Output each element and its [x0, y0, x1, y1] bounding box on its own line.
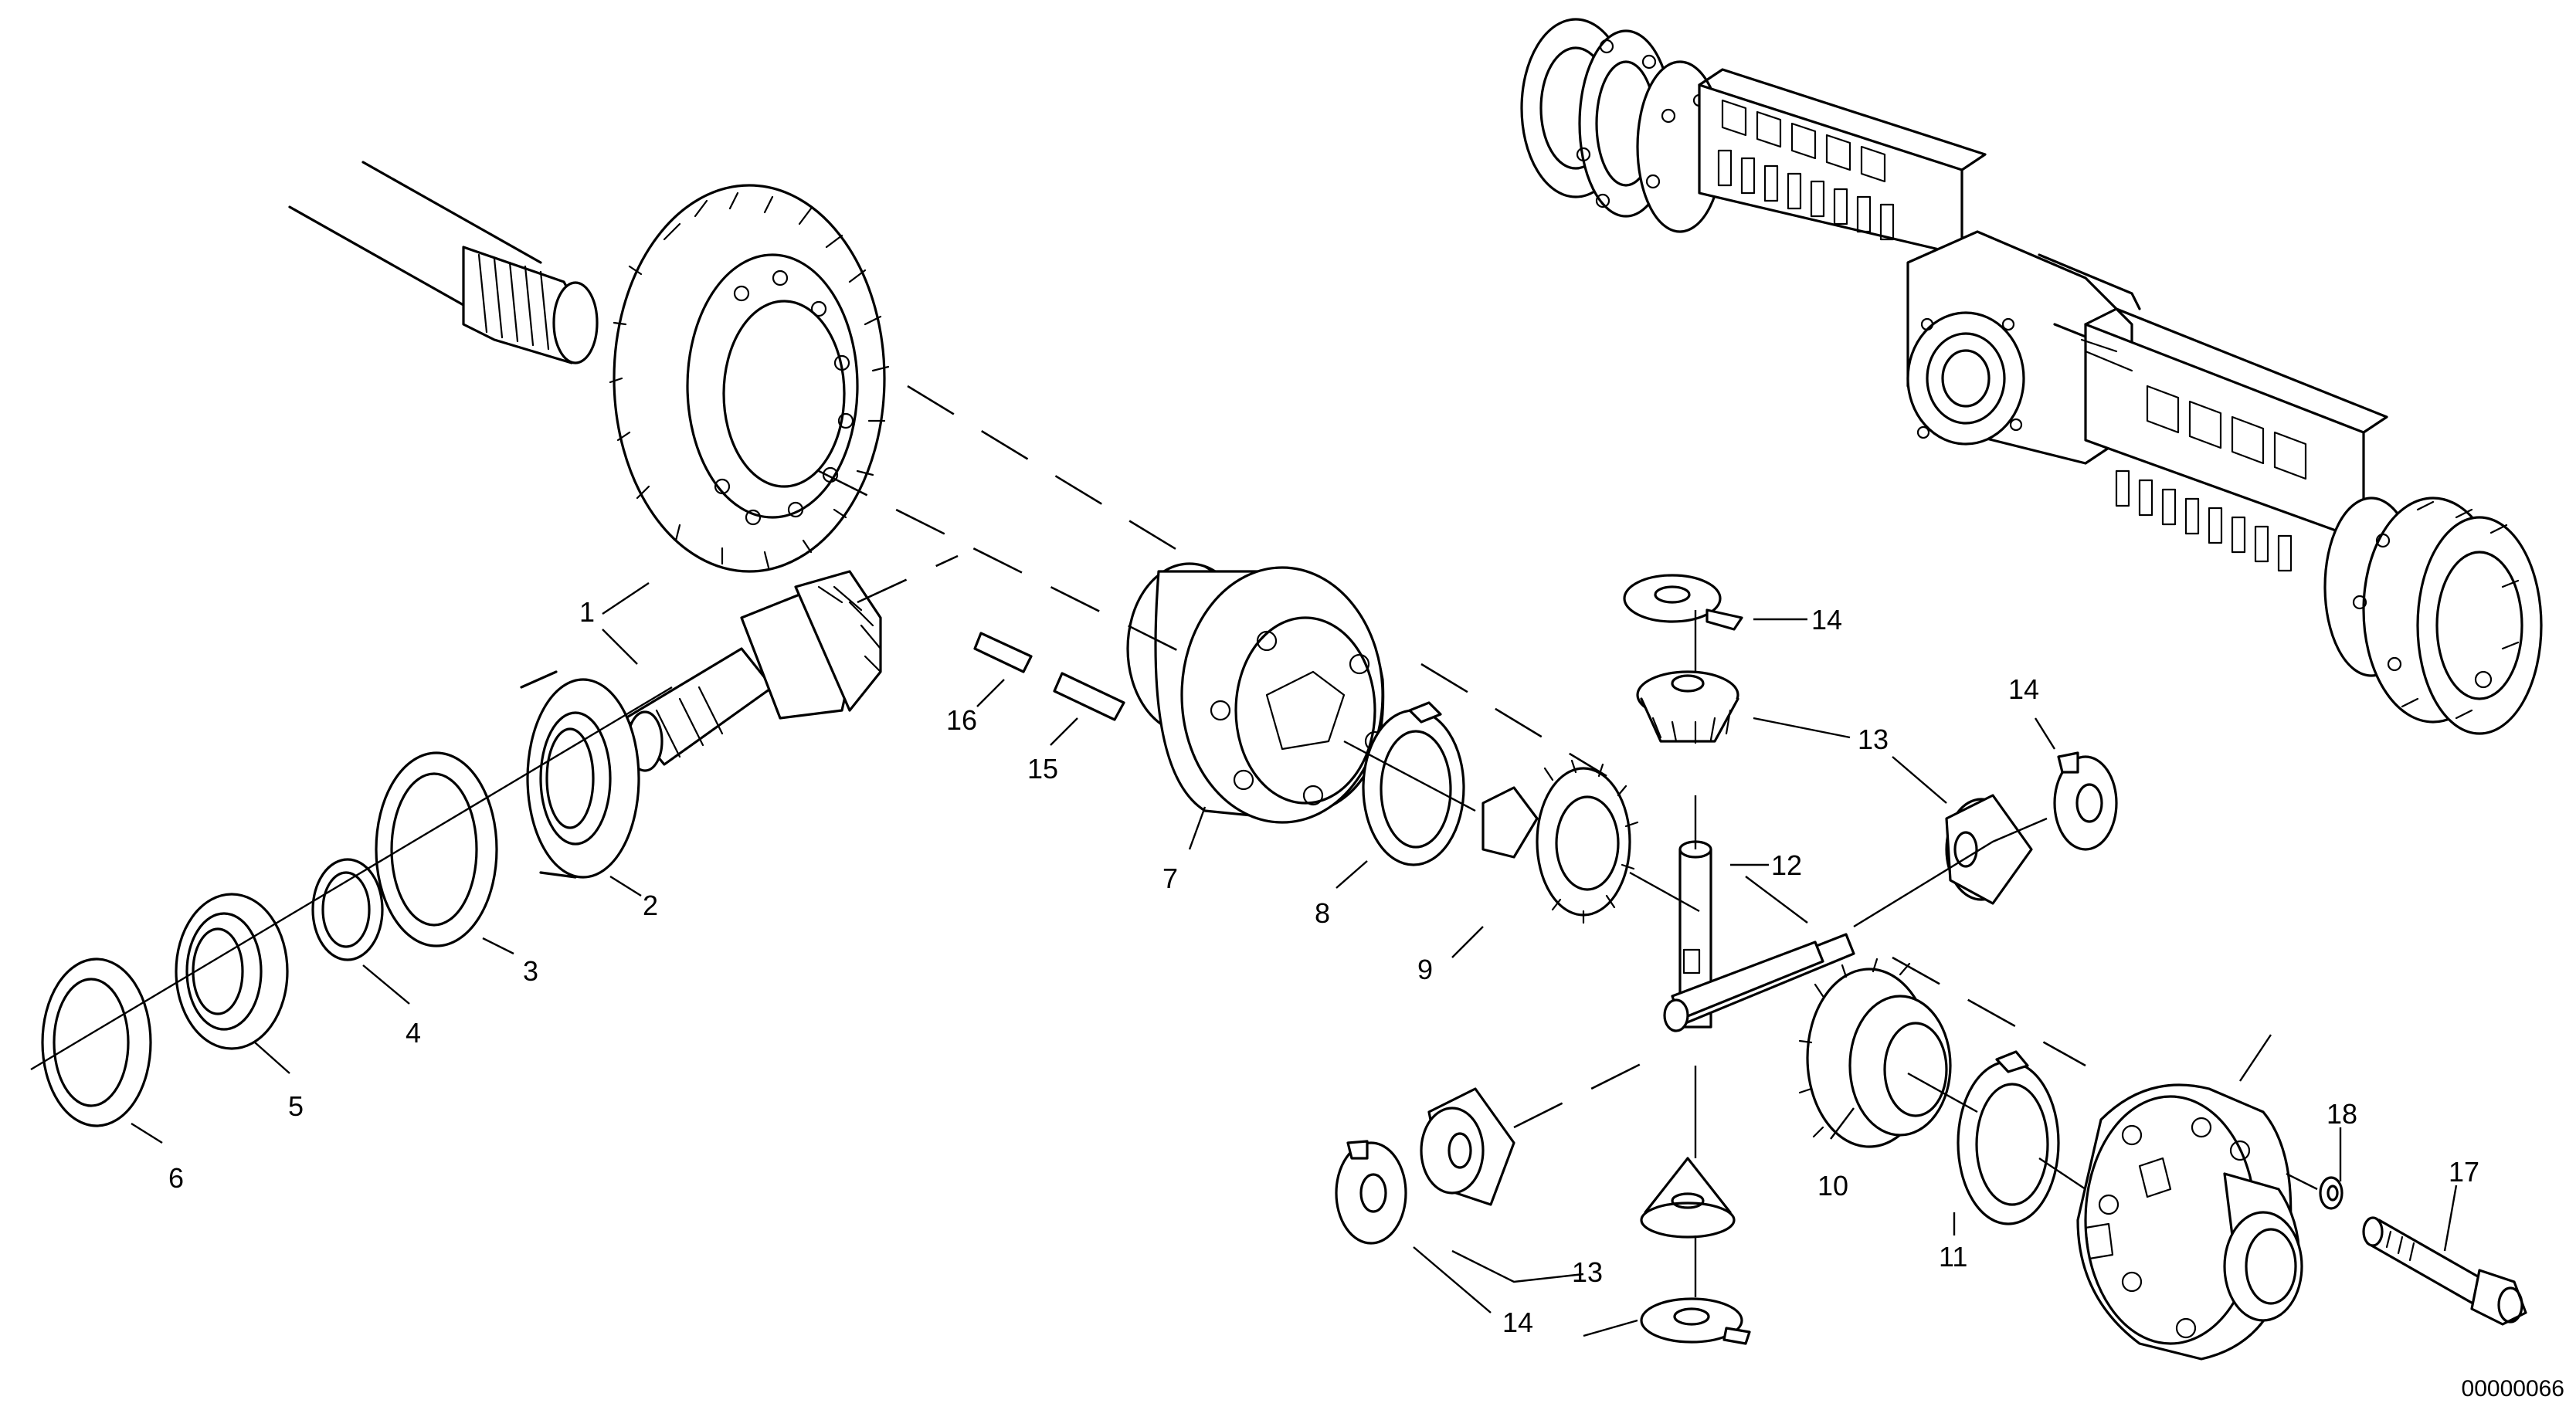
washer-14-bottom — [1640, 1297, 1751, 1345]
axis-dash-6 — [1513, 1056, 1654, 1129]
callout-13-bottom: 13 — [1572, 1256, 1603, 1288]
pin-15 — [1053, 672, 1125, 721]
axis-line-11 — [2038, 1157, 2086, 1190]
axis-dash-5 — [1892, 956, 2086, 1067]
diff-housing-upper — [1126, 562, 1386, 824]
axis-dash-3 — [857, 554, 959, 604]
callout-16: 16 — [946, 704, 977, 736]
cross-shaft-12 — [1663, 840, 1855, 1032]
callout-15: 15 — [1027, 753, 1058, 785]
callout-2: 2 — [643, 890, 658, 921]
callout-14-bottom: 14 — [1502, 1307, 1533, 1338]
bolt-17 — [2362, 1216, 2527, 1326]
thrust-washer-11 — [1957, 1050, 2060, 1225]
pin-16 — [973, 632, 1033, 673]
callout-10: 10 — [1817, 1170, 1848, 1202]
axis-line-18 — [2286, 1172, 2318, 1191]
axis-line-7 — [1343, 740, 1476, 812]
bearing-5 — [175, 893, 289, 1050]
axis-line-9 — [1629, 871, 1700, 913]
axis-dash-2 — [818, 469, 1206, 666]
axis-dash-4 — [1420, 663, 1607, 778]
diff-housing-lower — [2076, 1083, 2303, 1361]
drawing-number: 00000066 — [2462, 1376, 2564, 1402]
callout-13-top: 13 — [1858, 724, 1889, 755]
axis-line-10 — [1907, 1072, 1978, 1113]
callout-11: 11 — [1939, 1241, 1967, 1273]
axle-assembly — [1520, 18, 2543, 735]
callout-5: 5 — [288, 1090, 304, 1122]
lock-washer-18 — [2319, 1176, 2344, 1210]
ring-3 — [375, 751, 498, 947]
axis-line-13r — [1853, 817, 2048, 928]
callout-4: 4 — [406, 1017, 421, 1049]
callout-12: 12 — [1771, 849, 1802, 881]
axis-line-pinion — [30, 686, 673, 1071]
ring-6 — [41, 958, 152, 1127]
callout-1: 1 — [579, 596, 595, 628]
callout-7-upper: 7 — [1162, 863, 1178, 894]
ring-gear — [609, 184, 890, 573]
axle-shaft — [288, 161, 599, 364]
callout-leaders — [131, 582, 2458, 1337]
callout-14-top: 14 — [1811, 604, 1842, 636]
thrust-washer-8 — [1362, 701, 1465, 866]
callout-17: 17 — [2449, 1156, 2479, 1188]
planet-gear-13-top — [1636, 670, 1739, 744]
bearing-2 — [520, 670, 640, 879]
side-gear-9 — [1481, 759, 1639, 924]
planet-gear-13-right — [1945, 794, 2033, 905]
washer-14-right — [2053, 751, 2118, 851]
pinion-shaft — [624, 570, 882, 772]
callout-3: 3 — [523, 955, 538, 987]
callout-9: 9 — [1417, 954, 1433, 985]
callout-8: 8 — [1315, 897, 1330, 929]
ring-4 — [311, 858, 384, 961]
callout-18: 18 — [2327, 1098, 2357, 1130]
side-gear-10 — [1798, 958, 1952, 1148]
washer-14-left — [1335, 1140, 1407, 1245]
planet-gear-13-bottom — [1640, 1157, 1736, 1239]
planet-gear-13-left — [1420, 1087, 1515, 1206]
washer-14-top — [1623, 574, 1743, 631]
callout-6: 6 — [168, 1162, 184, 1194]
axis-dash-1 — [907, 385, 1213, 573]
callout-14-right: 14 — [2008, 673, 2039, 705]
